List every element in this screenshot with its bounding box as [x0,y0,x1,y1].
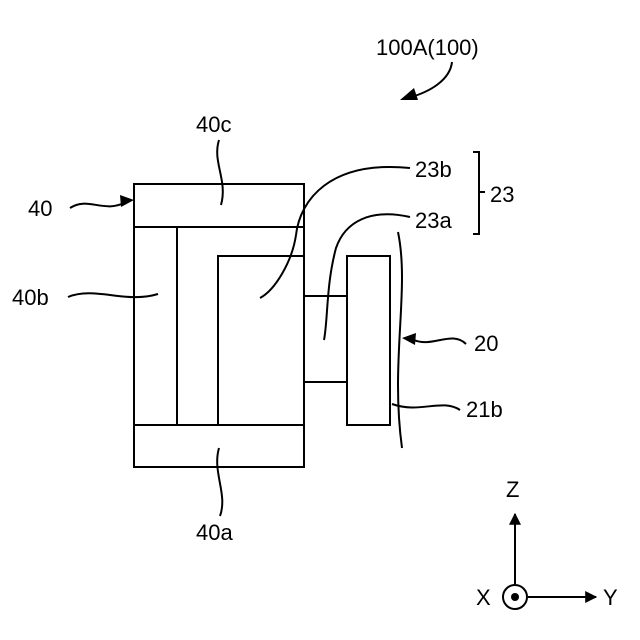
label-23a: 23a [415,208,452,233]
x-axis-label: X [476,585,491,610]
label-21b: 21b [466,397,503,422]
part-23b-outline [218,256,304,425]
leader-20 [414,338,466,344]
x-axis-center-dot [511,593,519,601]
device-label-arrowhead [400,88,418,100]
label-23: 23 [490,182,514,207]
label-40: 40 [28,196,52,221]
label-40a: 40a [196,520,233,545]
group-23-bracket [473,152,485,234]
z-axis-label: Z [506,477,519,502]
leader-40c [217,140,223,205]
leader-21b [392,404,460,410]
component-20-block [347,256,390,425]
label-40c: 40c [196,112,231,137]
leader-40 [70,202,126,208]
leader-40a [217,448,222,516]
leader-23a [324,214,410,340]
leader-23b [260,167,410,298]
component-20-boundary [398,232,402,448]
label-40b: 40b [12,285,49,310]
leader-40b [68,293,158,297]
label-20: 20 [474,331,498,356]
y-axis-label: Y [603,585,618,610]
label-23b: 23b [415,157,452,182]
leader-20-arrowhead [402,333,416,345]
device-label: 100A(100) [376,35,479,60]
leader-40-arrowhead [120,195,134,207]
